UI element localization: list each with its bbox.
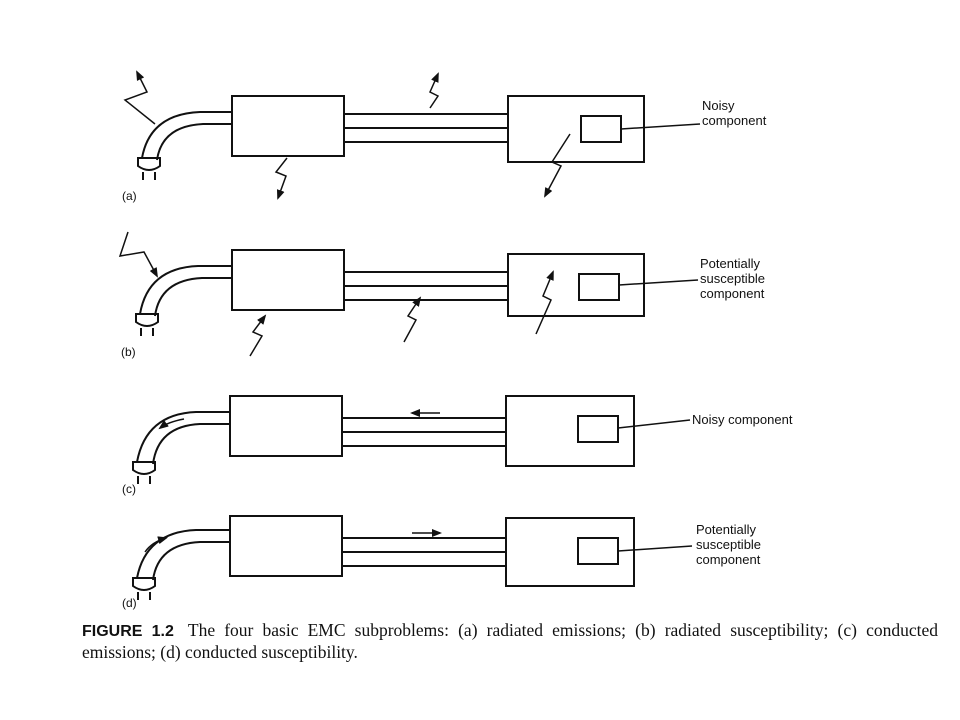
conducted-arrow-icon xyxy=(144,536,168,553)
panel-tag: (b) xyxy=(121,345,136,359)
lightning-bolt-icon xyxy=(429,72,440,109)
component-square xyxy=(580,115,622,143)
interconnect-cable xyxy=(344,271,508,301)
lightning-bolt-icon xyxy=(249,314,267,357)
interconnect-cable xyxy=(342,537,506,567)
left-box xyxy=(231,95,345,157)
panel-tag: (d) xyxy=(122,596,137,610)
left-box xyxy=(229,515,343,577)
leader-line xyxy=(620,123,701,130)
leader-line xyxy=(618,279,699,286)
left-box xyxy=(231,249,345,311)
panel-tag: (c) xyxy=(122,482,136,496)
component-square xyxy=(577,537,619,565)
conducted-arrow-icon xyxy=(158,418,185,430)
figure-label: FIGURE 1.2 xyxy=(82,623,174,640)
left-box xyxy=(229,395,343,457)
panel-tag: (a) xyxy=(122,189,137,203)
leader-line xyxy=(617,545,693,552)
component-square xyxy=(578,273,620,301)
plug-icon xyxy=(135,313,159,336)
caption-text: The four basic EMC subproblems: (a) radi… xyxy=(82,620,938,662)
plug-icon xyxy=(132,461,156,484)
lightning-bolt-icon xyxy=(118,231,158,278)
interconnect-cable xyxy=(342,417,506,447)
power-cord xyxy=(136,529,230,581)
plug-icon xyxy=(137,157,161,180)
leader-line xyxy=(617,419,691,429)
right-box xyxy=(505,395,635,467)
lightning-bolt-icon xyxy=(544,133,571,198)
lightning-bolt-icon xyxy=(274,157,288,200)
component-square xyxy=(577,415,619,443)
power-cord xyxy=(139,265,232,317)
panel-c: Noisy component (c) xyxy=(122,395,793,496)
lightning-bolt-icon xyxy=(403,296,422,343)
lightning-bolt-icon xyxy=(535,270,554,335)
power-cord xyxy=(141,111,232,161)
lightning-bolt-icon xyxy=(123,70,156,125)
component-label: Noisy component xyxy=(692,412,793,427)
plug-icon xyxy=(132,577,156,600)
interconnect-cable xyxy=(344,113,508,143)
